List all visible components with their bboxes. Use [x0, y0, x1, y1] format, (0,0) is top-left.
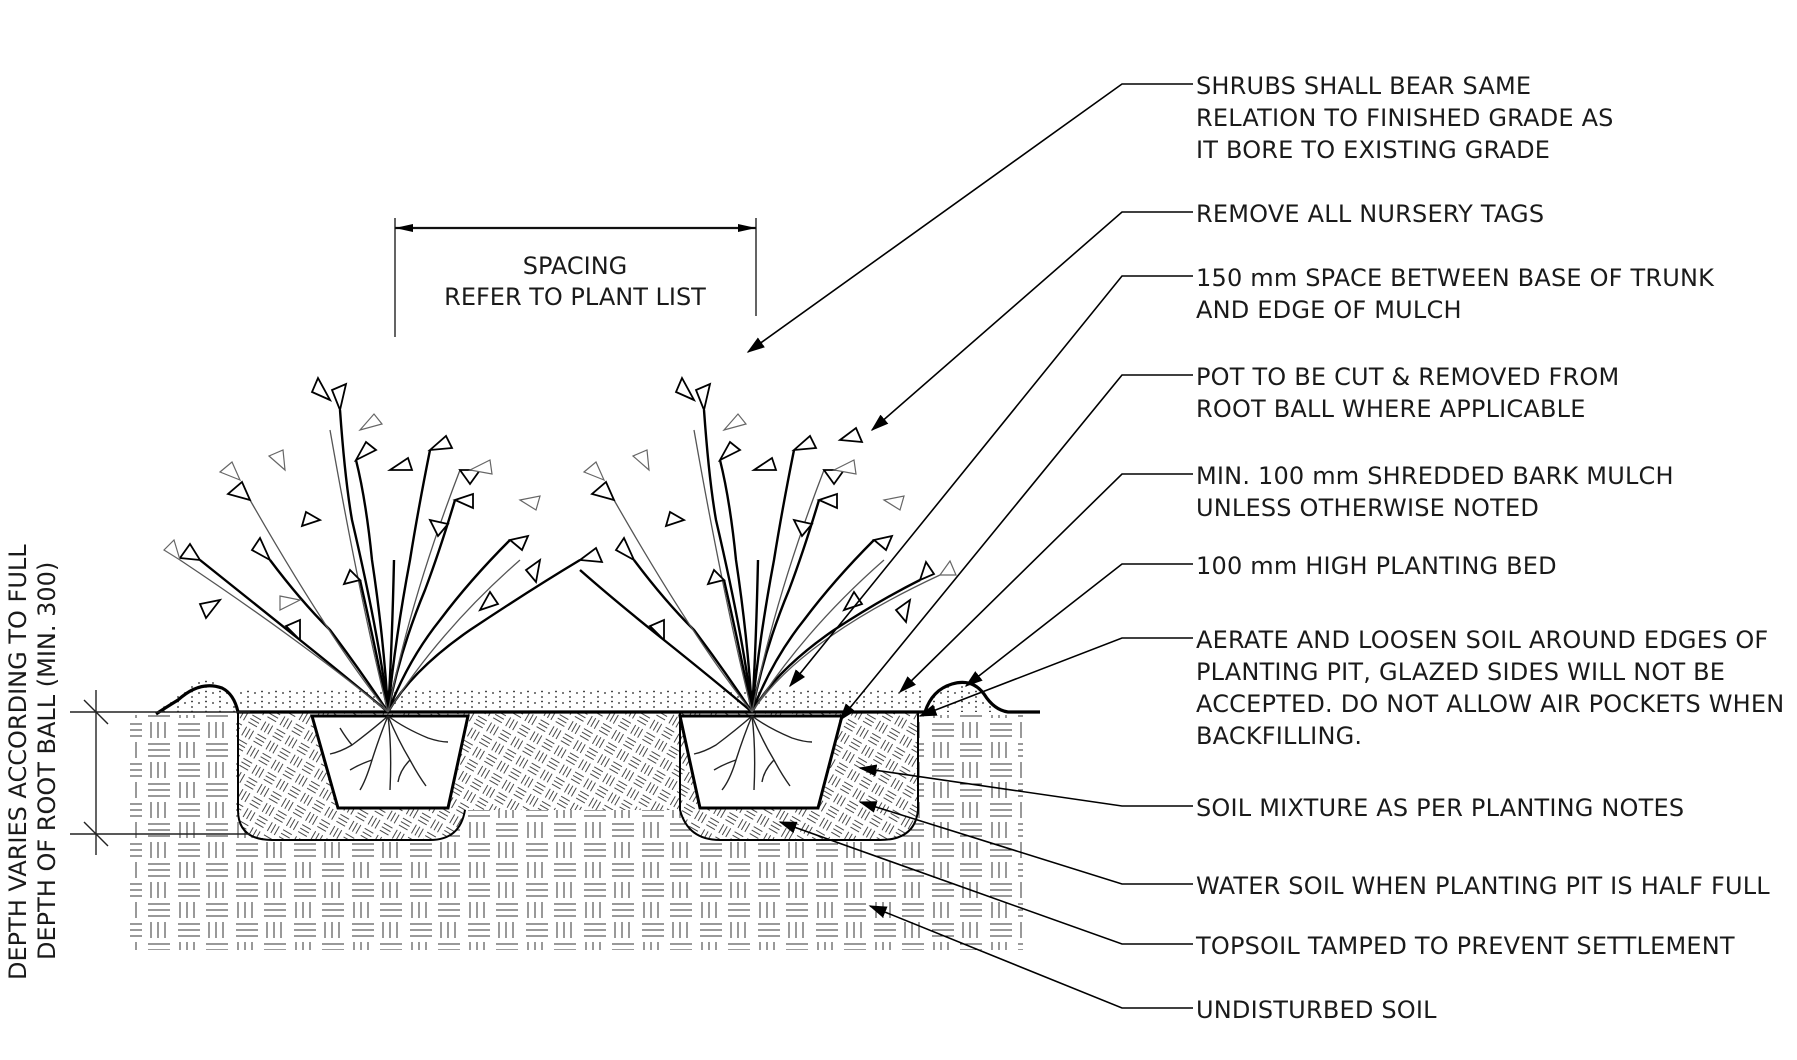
leader-lines [746, 83, 1193, 1009]
root-ball-pit-right [678, 714, 844, 810]
callout-soil-mixture: SOIL MIXTURE AS PER PLANTING NOTES [1196, 794, 1684, 822]
callout-notes: SHRUBS SHALL BEAR SAME RELATION TO FINIS… [1195, 72, 1792, 1024]
callout-5-line2: UNLESS OTHERWISE NOTED [1196, 494, 1539, 522]
spacing-dimension: SPACING REFER TO PLANT LIST [394, 218, 757, 337]
callout-10-line1: TOPSOIL TAMPED TO PREVENT SETTLEMENT [1195, 932, 1735, 960]
shrub-left [163, 375, 604, 713]
mulch-band [238, 688, 925, 712]
planting-bed-middle [440, 712, 700, 810]
callout-topsoil: TOPSOIL TAMPED TO PREVENT SETTLEMENT [1195, 932, 1735, 960]
callout-9-line1: WATER SOIL WHEN PLANTING PIT IS HALF FUL… [1196, 872, 1770, 900]
callout-aerate-soil: AERATE AND LOOSEN SOIL AROUND EDGES OF P… [1196, 626, 1792, 750]
callout-7-line3: ACCEPTED. DO NOT ALLOW AIR POCKETS WHEN [1196, 690, 1784, 718]
callout-nursery-tags: REMOVE ALL NURSERY TAGS [1196, 200, 1544, 228]
callout-4-line1: POT TO BE CUT & REMOVED FROM [1196, 363, 1619, 391]
depth-label-line1: DEPTH VARIES ACCORDING TO FULL [4, 544, 32, 980]
callout-1-line3: IT BORE TO EXISTING GRADE [1196, 136, 1550, 164]
callout-3-line2: AND EDGE OF MULCH [1196, 296, 1462, 324]
callout-trunk-space: 150 mm SPACE BETWEEN BASE OF TRUNK AND E… [1196, 264, 1722, 324]
callout-pot-removal: POT TO BE CUT & REMOVED FROM ROOT BALL W… [1196, 363, 1627, 423]
callout-7-line2: PLANTING PIT, GLAZED SIDES WILL NOT BE [1196, 658, 1725, 686]
callout-1-line1: SHRUBS SHALL BEAR SAME [1196, 72, 1531, 100]
soil-section [70, 680, 1040, 950]
callout-1-line2: RELATION TO FINISHED GRADE AS [1196, 104, 1614, 132]
callout-11-line1: UNDISTURBED SOIL [1196, 996, 1437, 1024]
callout-3-line1: 150 mm SPACE BETWEEN BASE OF TRUNK [1196, 264, 1715, 292]
callout-7-line4: BACKFILLING. [1196, 722, 1362, 750]
callout-water-soil: WATER SOIL WHEN PLANTING PIT IS HALF FUL… [1196, 872, 1770, 900]
callout-bark-mulch: MIN. 100 mm SHREDDED BARK MULCH UNLESS O… [1196, 462, 1682, 522]
shrub-right [579, 375, 957, 713]
depth-label: DEPTH VARIES ACCORDING TO FULL DEPTH OF … [4, 544, 61, 980]
callout-4-line2: ROOT BALL WHERE APPLICABLE [1196, 395, 1586, 423]
callout-shrub-grade: SHRUBS SHALL BEAR SAME RELATION TO FINIS… [1196, 72, 1621, 164]
spacing-label-line1: SPACING [523, 252, 628, 280]
callout-undisturbed: UNDISTURBED SOIL [1196, 996, 1437, 1024]
callout-7-line1: AERATE AND LOOSEN SOIL AROUND EDGES OF [1196, 626, 1768, 654]
callout-2-line1: REMOVE ALL NURSERY TAGS [1196, 200, 1544, 228]
depth-label-line2: DEPTH OF ROOT BALL (MIN. 300) [33, 562, 61, 960]
roots-left [329, 715, 449, 791]
callout-6-line1: 100 mm HIGH PLANTING BED [1196, 552, 1557, 580]
callout-planting-bed: 100 mm HIGH PLANTING BED [1196, 552, 1557, 580]
roots-right [693, 715, 813, 791]
callout-8-line1: SOIL MIXTURE AS PER PLANTING NOTES [1196, 794, 1684, 822]
spacing-label-line2: REFER TO PLANT LIST [444, 283, 706, 311]
callout-5-line1: MIN. 100 mm SHREDDED BARK MULCH [1196, 462, 1674, 490]
